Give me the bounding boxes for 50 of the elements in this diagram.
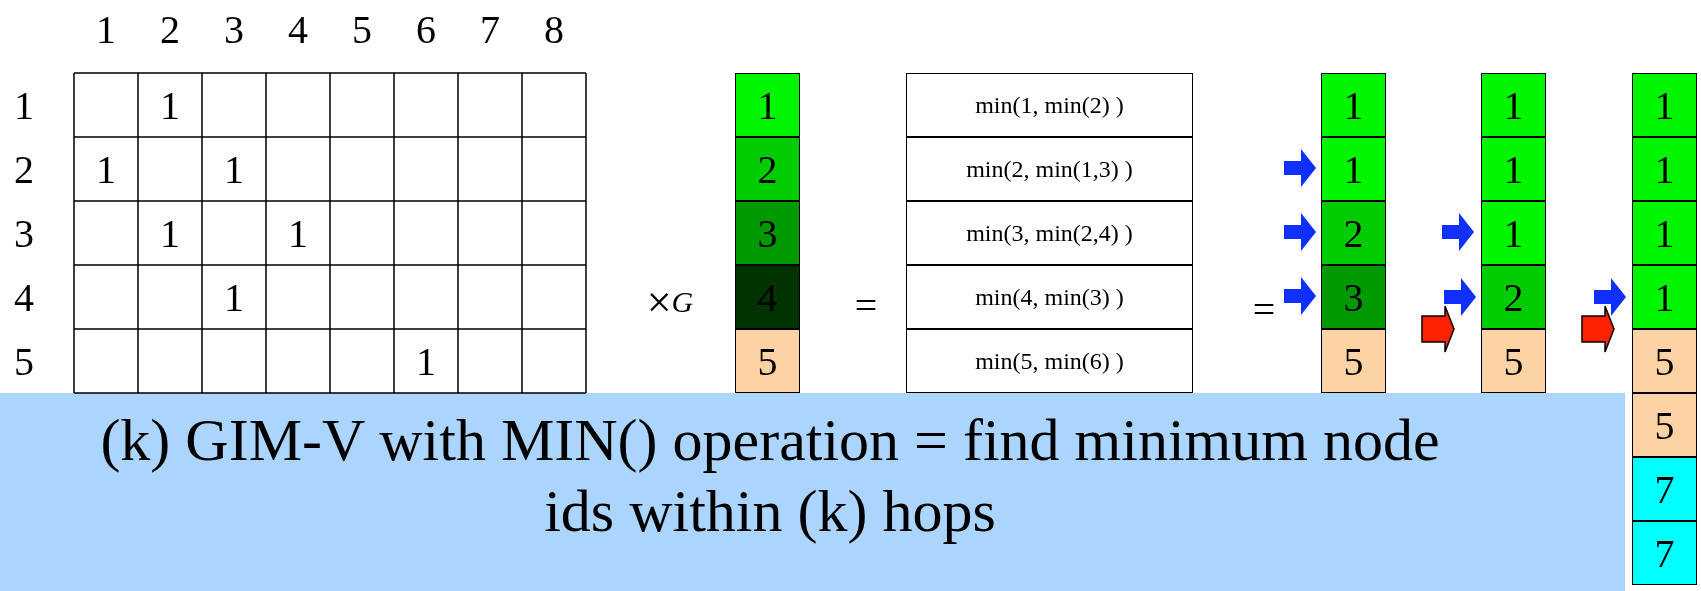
vector-cell: 1 xyxy=(1481,73,1546,137)
column-number: 4 xyxy=(287,5,309,54)
column-number: 5 xyxy=(351,5,373,54)
row-number: 2 xyxy=(13,145,35,194)
caption: (k) GIM-V with MIN() operation = find minimum node ids within (k) hops xyxy=(99,406,1441,546)
row-number: 5 xyxy=(13,337,35,386)
vector-cell: 3 xyxy=(735,201,800,265)
vector-cell: 7 xyxy=(1632,457,1697,521)
vector-cell: 7 xyxy=(1632,521,1697,585)
column-number: 3 xyxy=(223,5,245,54)
vector-cell: 2 xyxy=(1481,265,1546,329)
vector-cell: 1 xyxy=(1321,137,1386,201)
equals-sign: = xyxy=(853,281,879,330)
vector-cell: 1 xyxy=(735,73,800,137)
vector-cell: 1 xyxy=(1481,137,1546,201)
vector-cell: 1 xyxy=(1632,137,1697,201)
vector-cell: 1 xyxy=(1321,73,1386,137)
row-number: 3 xyxy=(13,209,35,258)
matrix-entry: 1 xyxy=(159,81,181,130)
matrix-entry: 1 xyxy=(287,209,309,258)
vector-cell: 5 xyxy=(1321,329,1386,393)
vector-cell: 1 xyxy=(1632,73,1697,137)
row-number: 4 xyxy=(13,273,35,322)
vector-cell: 1 xyxy=(1481,201,1546,265)
min-expression-cell: min(1, min(2) ) xyxy=(906,73,1193,137)
matrix-entry: 1 xyxy=(415,337,437,386)
vector-cell: 3 xyxy=(1321,265,1386,329)
matrix-entry: 1 xyxy=(223,273,245,322)
column-number: 6 xyxy=(415,5,437,54)
min-expression-cell: min(5, min(6) ) xyxy=(906,329,1193,393)
matrix-entry: 1 xyxy=(159,209,181,258)
vector-cell: 5 xyxy=(1632,329,1697,393)
min-expression-cell: min(2, min(1,3) ) xyxy=(906,137,1193,201)
row-number: 1 xyxy=(13,81,35,130)
vector-cell: 5 xyxy=(1481,329,1546,393)
vector-cell: 5 xyxy=(1632,393,1697,457)
column-number: 1 xyxy=(95,5,117,54)
vector-cell: 5 xyxy=(735,329,800,393)
equals-sign: = xyxy=(1251,285,1277,334)
column-number: 2 xyxy=(159,5,181,54)
vector-cell: 2 xyxy=(735,137,800,201)
vector-cell: 2 xyxy=(1321,201,1386,265)
column-number: 7 xyxy=(479,5,501,54)
matrix-entry: 1 xyxy=(95,145,117,194)
vector-cell: 1 xyxy=(1632,265,1697,329)
matrix-entry: 1 xyxy=(223,145,245,194)
min-expression-cell: min(3, min(2,4) ) xyxy=(906,201,1193,265)
vector-cell: 1 xyxy=(1632,201,1697,265)
column-number: 8 xyxy=(543,5,565,54)
min-expression-cell: min(4, min(3) ) xyxy=(906,265,1193,329)
